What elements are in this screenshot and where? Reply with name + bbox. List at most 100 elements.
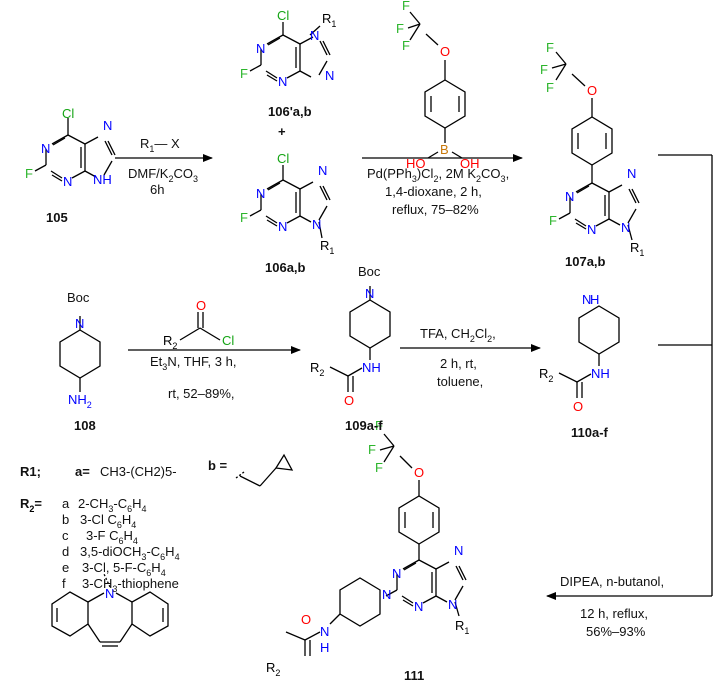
atom-f: F [396,21,404,36]
legend-r2-label: R2= [20,496,42,514]
atom-o: O [301,612,311,627]
atom-nh: NH [591,366,610,381]
step2-line1: Pd(PPh3)Cl2, 2M K2CO3, [367,166,509,184]
compound-106prime: 106'a,b [268,104,312,119]
legend-item-letter: f [62,576,66,591]
legend-a-label: a= [75,464,90,479]
atom-n: N [414,599,423,614]
atom-f: F [546,40,554,55]
step5-line3: 56%–93% [586,624,646,639]
atom-n: N [278,74,287,89]
atom-f: F [240,210,248,225]
legend-item-text: 3-Cl, 5-F-C6H4 [82,560,166,578]
atom-f: F [402,38,410,53]
purine-106prime [260,34,331,82]
atom-f: F [375,460,383,475]
atom-h: H [320,640,329,655]
compound-109: 109a-f [345,418,383,433]
atom-n: N [382,587,391,602]
r2-label: R2 [310,360,324,378]
atom-o: O [344,393,354,408]
r2-label: R2 [163,333,177,351]
atom-b: B [440,142,449,157]
atom-n: N [75,316,84,331]
legend-item-letter: d [62,544,69,559]
plus-sign: + [278,124,286,139]
atom-o: O [414,465,424,480]
atom-n: N [582,292,591,307]
bonds [34,11,640,656]
piperidine-108 [59,329,101,379]
atom-cl: Cl [277,151,289,166]
legend-item-letter: e [62,560,69,575]
atom-f: F [402,0,410,13]
atom-n: N [63,174,72,189]
atom-n: N [325,68,334,83]
atom-cl: Cl [222,333,234,348]
step2-line2: 1,4-dioxane, 2 h, [385,184,482,199]
compound-105: 105 [46,210,68,225]
step3-line2: rt, 52–89%, [168,386,235,401]
step1-reagent: R1— X [140,136,180,154]
legend-item-letter: c [62,528,69,543]
atom-f: F [540,62,548,77]
compound-110: 110a-f [571,425,609,440]
atom-f: F [25,166,33,181]
legend-item-letter: a [62,496,70,511]
legend-item-text: 2-CH3-C6H4 [78,496,147,514]
atom-n: N [256,41,265,56]
step1-line2: 6h [150,182,164,197]
r1-label: R1 [630,240,644,258]
atom-f: F [240,66,248,81]
step1-line1: DMF/K2CO3 [128,166,198,184]
atom-n: N [310,28,319,43]
atom-n: N [103,118,112,133]
atom-f: F [549,213,557,228]
compound-108: 108 [74,418,96,433]
atom-nh: N [320,624,329,639]
compound-111: 111 [404,668,424,683]
atom-n: N [448,597,457,612]
atom-n: N [587,222,596,237]
r2-label: R2 [266,660,280,678]
atom-n: N [312,217,321,232]
atom-o: O [587,83,597,98]
legend-r1: R1; [20,464,41,479]
piperidine-109 [349,299,391,349]
legend-item-text: 3-CH3-thiophene [82,576,179,594]
dibenzazepine [51,573,169,647]
atom-n: N [392,566,401,581]
step4-line2: 2 h, rt, [440,356,477,371]
legend-b-label: b = [208,458,228,473]
r1-label: R1 [322,11,336,29]
atom-ho: HO [406,156,426,171]
atom-boc: Boc [67,290,90,305]
atom-labels: Cl N N N NH F Cl N R1 N N N F Cl N N N N… [25,0,644,678]
atom-o: O [573,399,583,414]
atom-boc: Boc [358,264,381,279]
atom-f: F [375,418,383,433]
atom-n: N [41,141,50,156]
step5-line2: 12 h, reflux, [580,606,648,621]
step3-line1: Et3N, THF, 3 h, [150,354,236,372]
legend-item-text: 3-Cl C6H4 [80,512,136,530]
atom-cl: Cl [277,8,289,23]
atom-o: O [440,44,450,59]
step4-line3: toluene, [437,374,483,389]
atom-n: N [318,163,327,178]
nh2-label: NH2 [68,392,92,410]
atom-n: N [105,586,114,601]
r1-label: R1 [455,618,469,636]
atom-nh: NH [362,360,381,375]
compound-107: 107a,b [565,254,606,269]
atom-n: N [565,189,574,204]
arrows [115,154,713,600]
atom-oh: OH [460,156,480,171]
atom-n: N [454,543,463,558]
step5-line1: DIPEA, n-butanol, [560,574,664,589]
legend-a-value: CH3-(CH2)5- [100,464,177,479]
aryl-boronic-acid [407,11,466,159]
r2-label: R2 [539,366,553,384]
atom-n: N [256,186,265,201]
